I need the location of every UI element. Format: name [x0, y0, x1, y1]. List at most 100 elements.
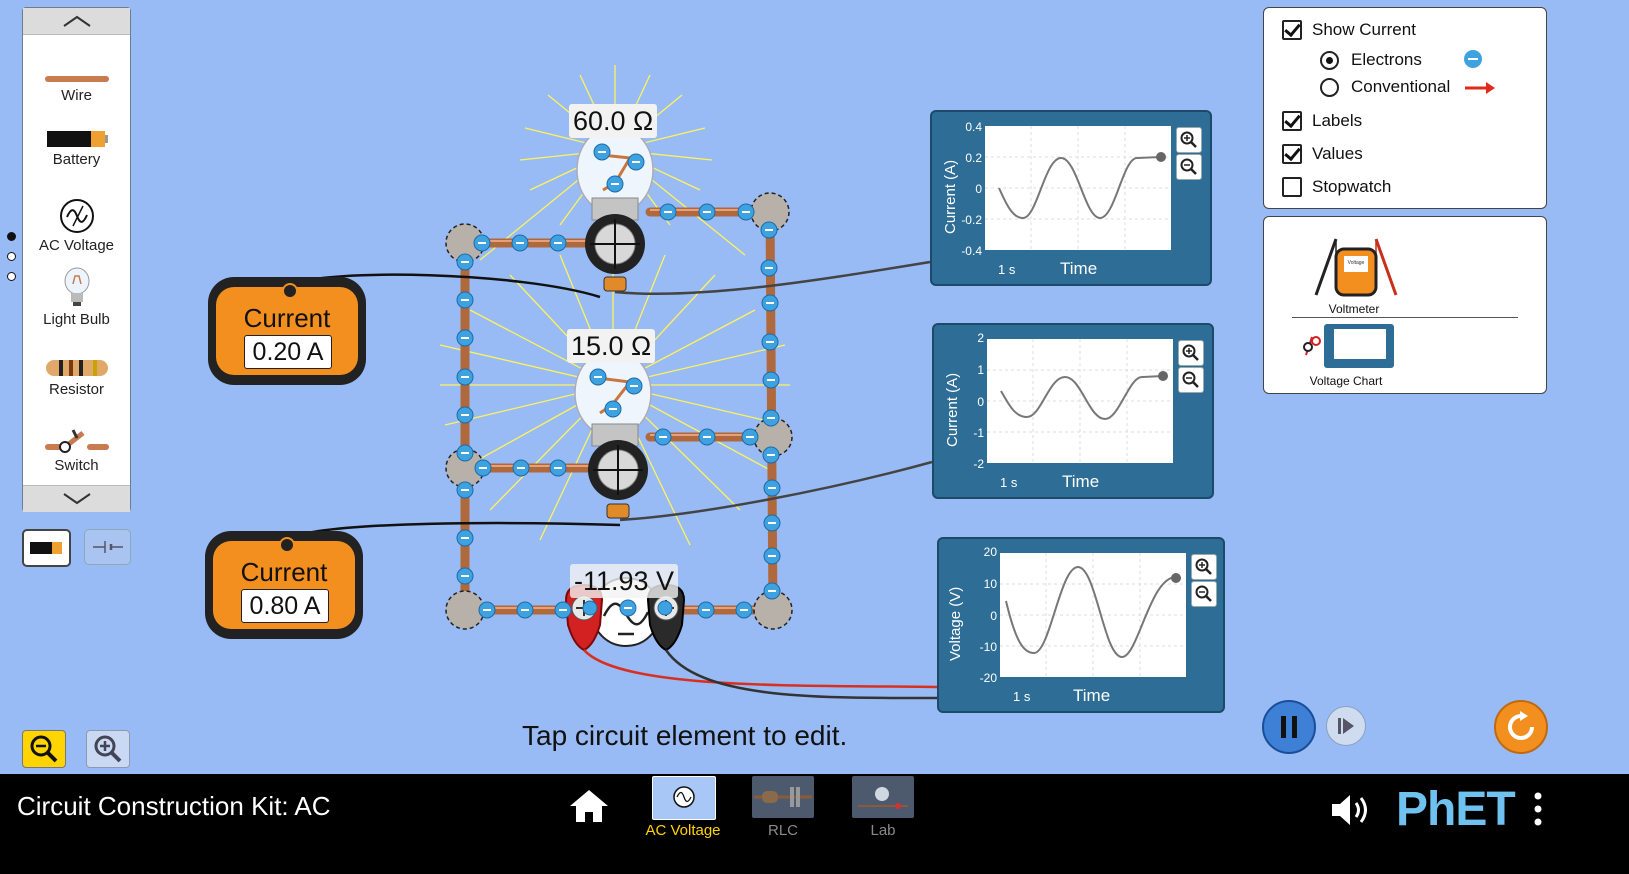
chevron-up-icon: [62, 15, 91, 27]
chart-tick: -20: [979, 671, 997, 685]
toolbox-item-light-bulb[interactable]: Light Bulb: [23, 266, 130, 328]
lifelike-view-button[interactable]: [22, 529, 71, 567]
speaker-icon: [1332, 795, 1367, 825]
chart-tick: 1: [977, 363, 984, 377]
phet-logo: PhET: [1396, 783, 1516, 836]
chart-zoom-in-button[interactable]: [1191, 554, 1217, 580]
toolbox-item-switch[interactable]: Switch: [23, 428, 130, 474]
screen-tab-label: Lab: [870, 822, 896, 839]
chart-tick: 0: [977, 395, 984, 409]
bulb-top-resistance-label[interactable]: 60.0 Ω: [569, 104, 658, 138]
ammeter-bottom[interactable]: Current 0.80 A: [205, 531, 363, 639]
voltage-chart-tool[interactable]: Voltage Chart: [1294, 323, 1398, 388]
toolbox-item-label: Resistor: [48, 381, 104, 398]
page-dot-1[interactable]: [7, 232, 16, 241]
zoom-out-button[interactable]: [22, 730, 66, 768]
voltmeter-label: Voltmeter: [1328, 302, 1380, 316]
conventional-arrow-icon: [1465, 82, 1495, 94]
values-checkbox[interactable]: Values: [1282, 144, 1363, 164]
ammeter-label: Current: [240, 557, 328, 587]
light-bulb-middle[interactable]: [574, 348, 652, 519]
chart-zoom-out-button[interactable]: [1191, 581, 1217, 607]
chart-zoom-out-button[interactable]: [1176, 154, 1202, 180]
voltage-chart-label: Voltage Chart: [1309, 374, 1383, 388]
chart-zoom-in-button[interactable]: [1176, 127, 1202, 153]
radio-label: Electrons: [1351, 50, 1422, 69]
light-bulb-top[interactable]: [576, 125, 654, 292]
chart-tick: 10: [983, 577, 997, 591]
pause-button[interactable]: [1262, 700, 1316, 754]
screen-tab-ac-voltage[interactable]: AC Voltage: [633, 774, 733, 844]
current-chart-2[interactable]: Current (A) 2 1 0 -1 -2 1 s Time: [932, 323, 1214, 499]
stopwatch-checkbox[interactable]: Stopwatch: [1282, 177, 1391, 197]
screen-tab-rlc[interactable]: RLC: [733, 774, 833, 844]
ac-source-voltage-label[interactable]: -11.93 V: [570, 564, 679, 598]
chart-tick: -0.4: [961, 244, 982, 258]
chart-y-axis-label: Voltage (V): [947, 586, 964, 661]
checkbox-label: Stopwatch: [1312, 177, 1392, 196]
ammeter-top[interactable]: Current 0.20 A: [208, 277, 366, 385]
checkbox-icon: [1282, 177, 1302, 197]
chart-time-scale: 1 s: [1013, 689, 1031, 704]
voltage-chart[interactable]: Voltage (V) 20 10 0 -10 -20 1 s Time: [937, 537, 1225, 713]
radio-icon: [1320, 50, 1339, 70]
schematic-battery-icon: [92, 541, 123, 553]
sound-toggle-button[interactable]: [1330, 792, 1376, 833]
conventional-radio[interactable]: Conventional: [1320, 77, 1450, 97]
ammeter-reading: 0.20 A: [244, 335, 332, 369]
home-button[interactable]: [568, 788, 610, 829]
resistor-icon: [45, 360, 108, 376]
chevron-down-icon: [62, 493, 91, 505]
toolbox-item-label: Battery: [52, 151, 101, 168]
sensor-toolbox-panel: Voltage Voltmeter Voltage Chart: [1263, 216, 1547, 394]
toolbox-item-ac-voltage[interactable]: AC Voltage: [23, 198, 130, 254]
bulb-middle-resistance-label[interactable]: 15.0 Ω: [567, 329, 656, 363]
chart-tick: 0.2: [965, 151, 982, 165]
toolbox-scroll-down-button[interactable]: [23, 485, 130, 512]
step-forward-icon: [1338, 718, 1354, 734]
checkbox-icon: [1282, 144, 1302, 164]
checkbox-label: Labels: [1312, 111, 1363, 130]
edit-hint-text: Tap circuit element to edit.: [522, 720, 848, 751]
screen-tab-lab[interactable]: Lab: [833, 774, 933, 844]
chart-x-axis-label: Time: [1060, 259, 1098, 278]
labels-checkbox[interactable]: Labels: [1282, 111, 1362, 131]
chart-tick: -2: [973, 457, 984, 471]
radio-icon: [1320, 77, 1339, 97]
ac-source-icon: [673, 786, 695, 808]
screen-tab-label: RLC: [767, 822, 798, 839]
page-dot-2[interactable]: [7, 252, 16, 261]
chart-time-scale: 1 s: [998, 262, 1016, 277]
toolbox-scroll-up-button[interactable]: [23, 8, 130, 35]
zoom-out-icon: [30, 735, 58, 763]
step-forward-button[interactable]: [1326, 706, 1366, 746]
more-options-icon: [1534, 792, 1542, 826]
phet-menu-button[interactable]: [1534, 792, 1542, 831]
voltmeter-icon: Voltage: [1314, 238, 1398, 297]
voltmeter-tool[interactable]: Voltage Voltmeter: [1304, 231, 1404, 316]
zoom-in-icon: [1180, 131, 1197, 148]
current-chart-1[interactable]: Current (A) 0.4 0.2 0 -0.2 -0.4 1 s Time: [930, 110, 1212, 286]
chart-tick: 2: [977, 331, 984, 345]
toolbox-item-wire[interactable]: Wire: [23, 74, 130, 104]
ammeter-label: Current: [243, 303, 331, 333]
battery-icon: [29, 542, 62, 554]
zoom-in-button[interactable]: [86, 730, 130, 768]
reset-all-button[interactable]: [1494, 700, 1548, 754]
light-bulb-icon: [64, 267, 89, 306]
chart-plot-area: [987, 339, 1173, 463]
navigation-bar: Circuit Construction Kit: AC AC Voltage …: [0, 774, 1629, 874]
toolbox-item-battery[interactable]: Battery: [23, 130, 130, 168]
zoom-out-icon: [1180, 158, 1197, 175]
toolbox-item-label: Switch: [54, 457, 99, 474]
schematic-view-button[interactable]: [84, 529, 131, 565]
page-dot-3[interactable]: [7, 272, 16, 281]
sim-title: Circuit Construction Kit: AC: [17, 791, 331, 821]
show-current-checkbox[interactable]: Show Current: [1282, 20, 1416, 40]
chart-zoom-out-button[interactable]: [1178, 367, 1204, 393]
chart-zoom-in-button[interactable]: [1178, 340, 1204, 366]
chart-x-axis-label: Time: [1062, 472, 1100, 491]
electrons-radio[interactable]: Electrons: [1320, 50, 1422, 70]
toolbox-item-resistor[interactable]: Resistor: [23, 358, 130, 398]
rlc-screen-thumbnail: [752, 776, 814, 818]
